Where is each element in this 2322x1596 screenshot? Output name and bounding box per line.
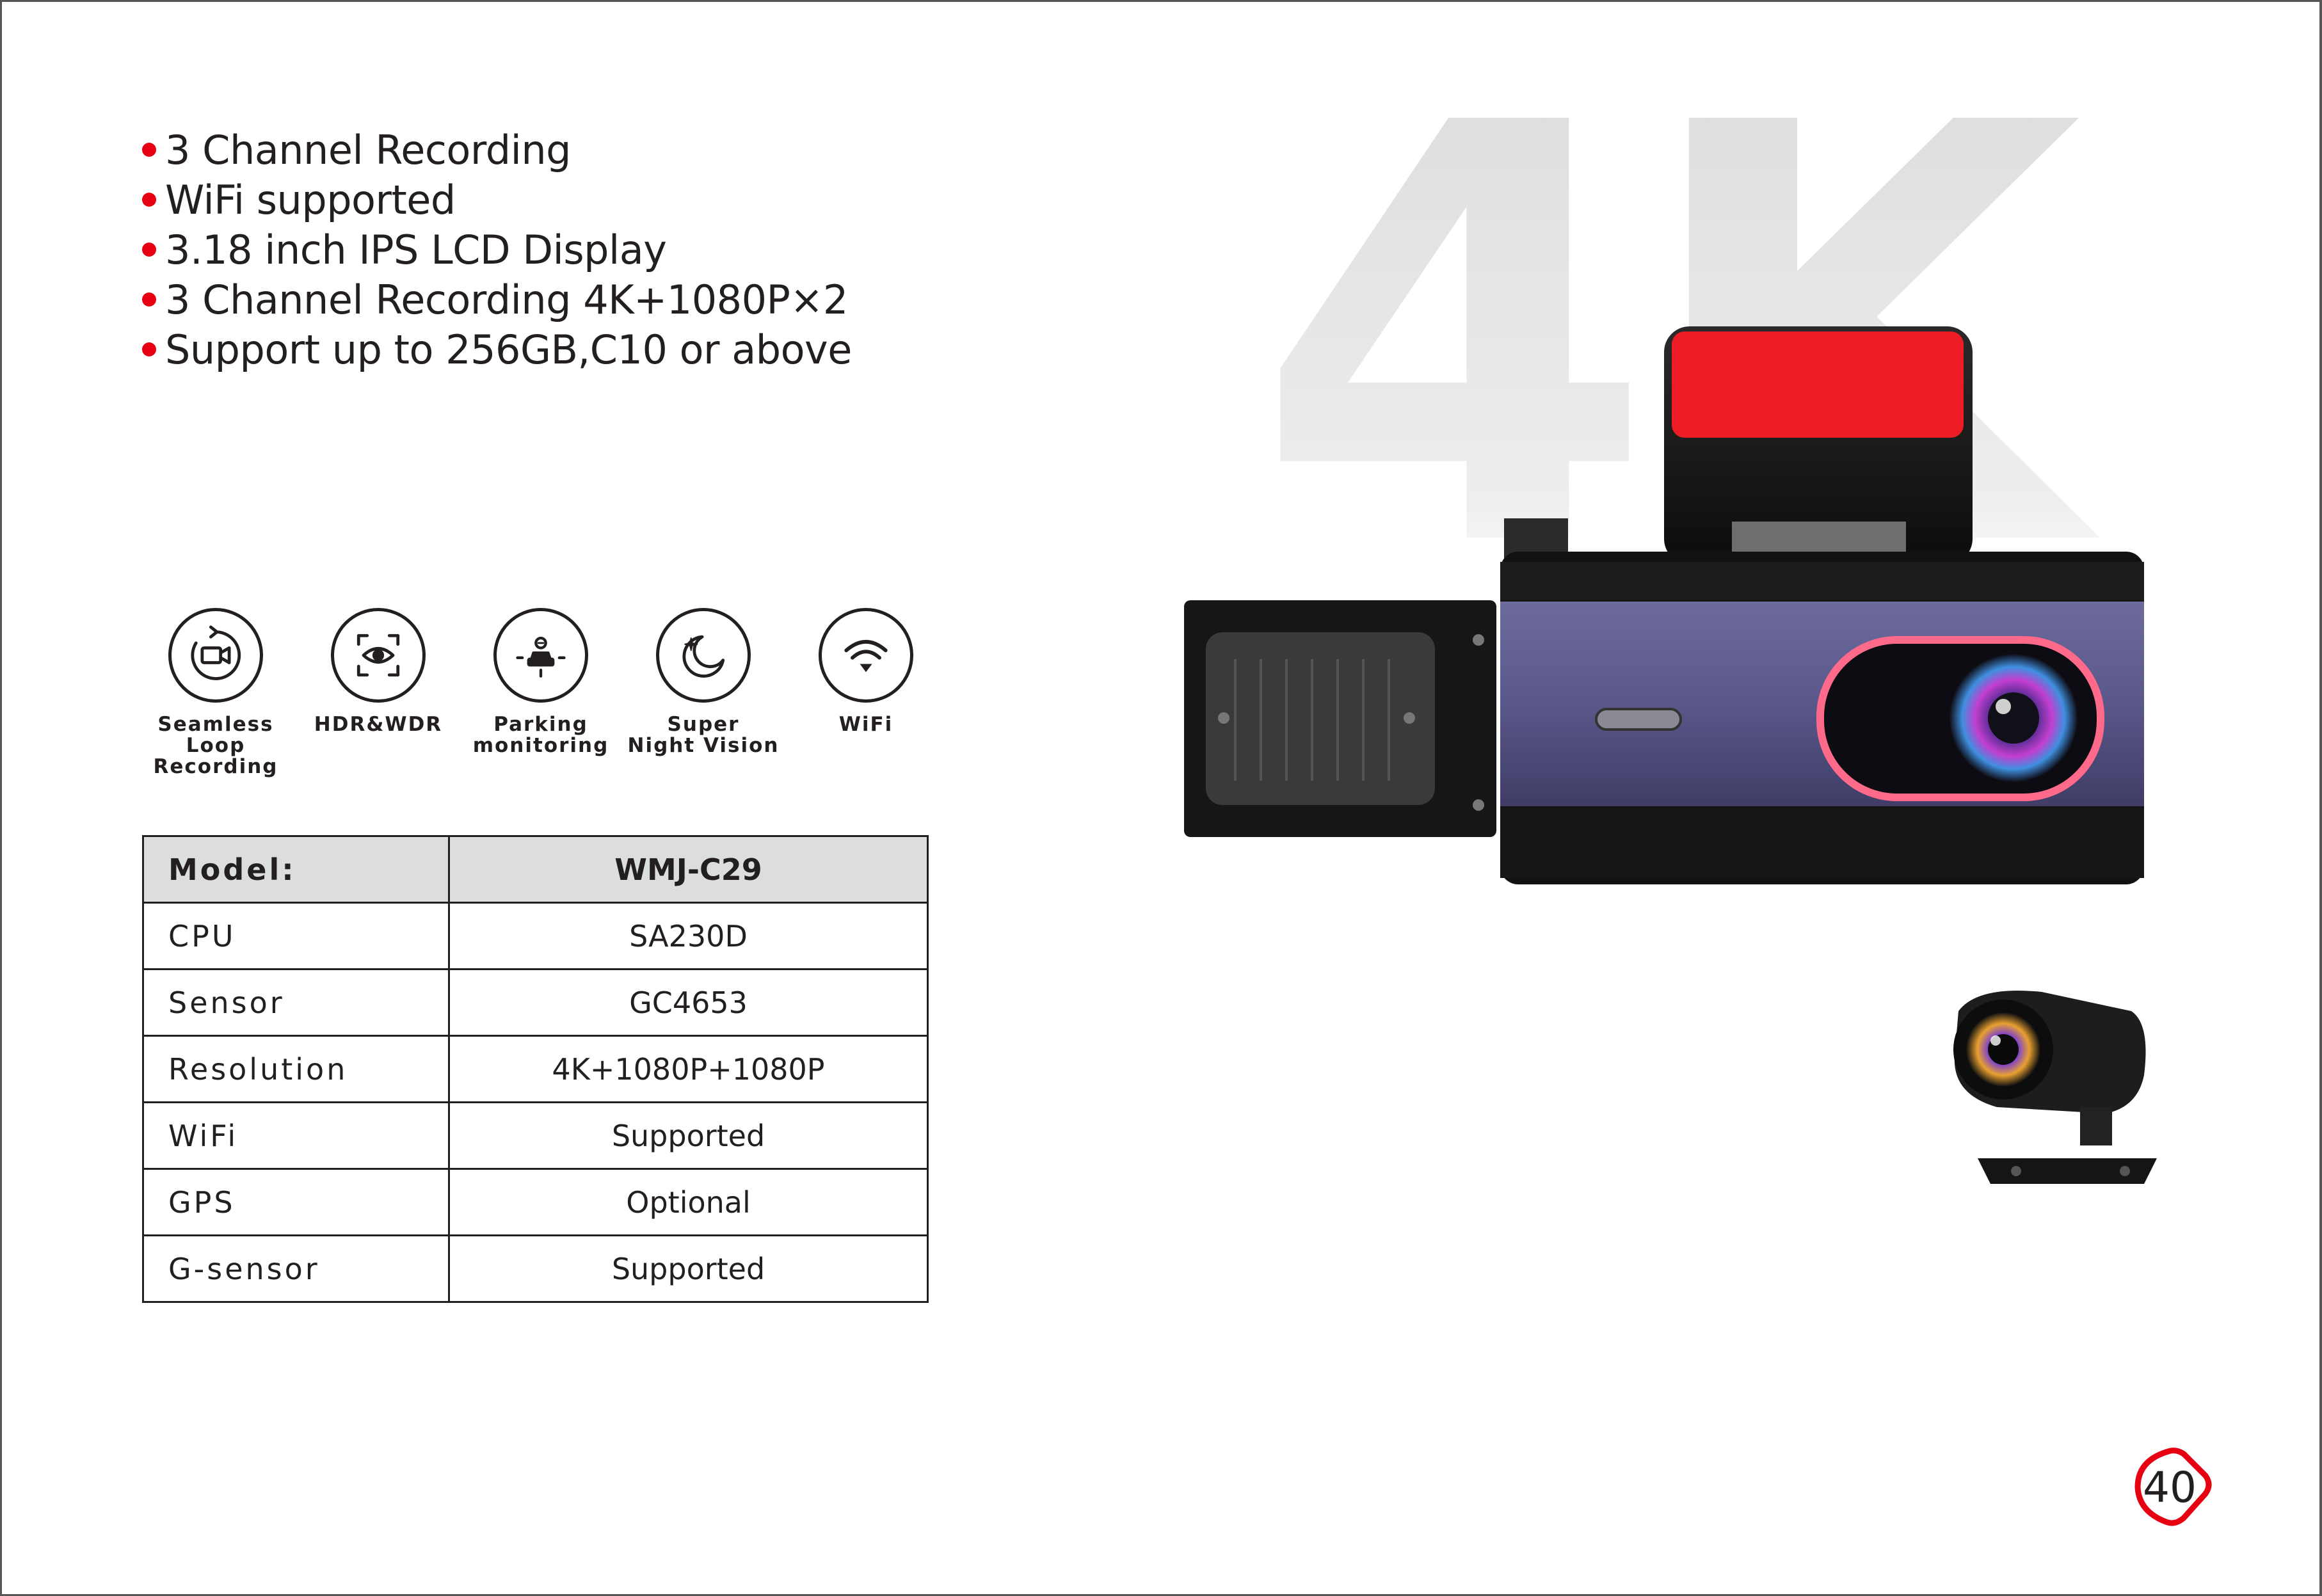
spec-value: Supported [448, 1101, 929, 1170]
spec-row: WiFi Supported [142, 1101, 929, 1170]
spec-key: Model: [142, 835, 450, 904]
icon-label: Parking monitoring [472, 713, 609, 757]
page-number-badge: 40 [2130, 1445, 2216, 1531]
feature-item: 3.18 inch IPS LCD Display [142, 225, 852, 275]
night-vision-icon [656, 608, 751, 703]
spec-row: Resolution 4K+1080P+1080P [142, 1035, 929, 1103]
bullet-dot [142, 342, 156, 356]
bullet-dot [142, 193, 156, 207]
feature-icon-night-vision: Super Night Vision [622, 608, 785, 778]
icon-label: Seamless Loop Recording [153, 713, 278, 778]
feature-item: 3 Channel Recording [142, 125, 852, 175]
feature-icon-hdr-wdr: HDR&WDR [297, 608, 460, 778]
bullet-dot [142, 243, 156, 257]
icon-label: HDR&WDR [314, 713, 443, 736]
feature-icon-loop-recording: Seamless Loop Recording [134, 608, 297, 778]
spec-key: G-sensor [142, 1234, 450, 1303]
spec-value: Supported [448, 1234, 929, 1303]
feature-item: Support up to 256GB,C10 or above [142, 324, 852, 374]
spec-key: Resolution [142, 1035, 450, 1103]
rear-camera-image [1953, 991, 2157, 1184]
feature-icons-row: Seamless Loop Recording HDR&WDR [134, 608, 947, 778]
feature-list: 3 Channel Recording WiFi supported 3.18 … [142, 125, 852, 374]
icon-label: Super Night Vision [627, 713, 780, 757]
spec-value: SA230D [448, 902, 929, 970]
spec-table: Model: WMJ-C29 CPU SA230D Sensor GC4653 … [142, 835, 929, 1303]
spec-value: Optional [448, 1168, 929, 1236]
feature-item: WiFi supported [142, 175, 852, 225]
loop-recording-icon [168, 608, 263, 703]
parking-monitoring-icon [493, 608, 588, 703]
spec-key: Sensor [142, 968, 450, 1037]
spec-value: WMJ-C29 [448, 835, 929, 904]
spec-key: WiFi [142, 1101, 450, 1170]
spec-table-header: Model: WMJ-C29 [142, 835, 929, 904]
bullet-dot [142, 143, 156, 157]
spec-value: GC4653 [448, 968, 929, 1037]
spec-key: GPS [142, 1168, 450, 1236]
wifi-icon [819, 608, 913, 703]
dashcam-image [1184, 326, 2144, 884]
bullet-dot [142, 292, 156, 307]
spec-row: G-sensor Supported [142, 1234, 929, 1303]
feature-item: 3 Channel Recording 4K+1080P×2 [142, 275, 852, 324]
hdr-wdr-icon [331, 608, 426, 703]
page-number-frame [2134, 1448, 2212, 1526]
page-number: 40 [2143, 1463, 2197, 1512]
spec-value: 4K+1080P+1080P [448, 1035, 929, 1103]
feature-icon-parking-monitoring: Parking monitoring [460, 608, 622, 778]
spec-key: CPU [142, 902, 450, 970]
spec-row: CPU SA230D [142, 902, 929, 970]
spec-row: Sensor GC4653 [142, 968, 929, 1037]
feature-icon-wifi: WiFi [785, 608, 947, 778]
spec-row: GPS Optional [142, 1168, 929, 1236]
icon-label: WiFi [838, 713, 893, 736]
